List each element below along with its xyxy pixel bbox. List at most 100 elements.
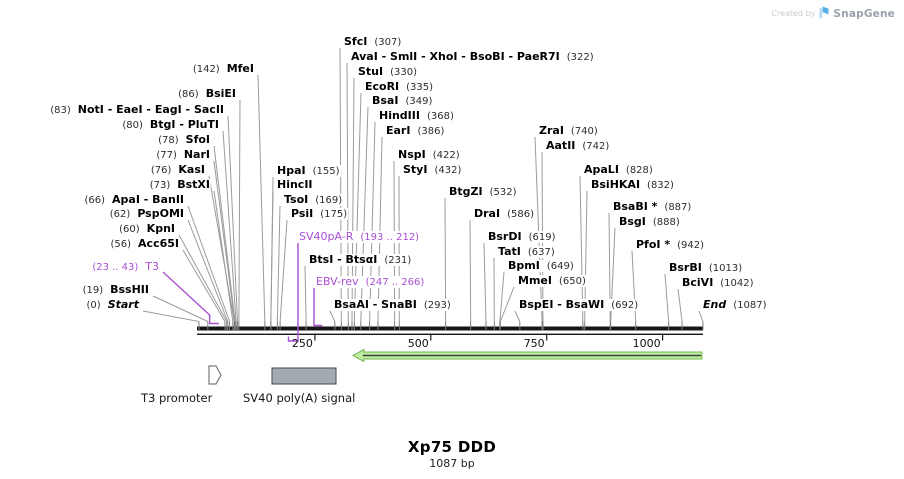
sequence-backbone: [197, 326, 703, 331]
leader-line-619: [483, 242, 487, 322]
site-position: (60): [119, 224, 140, 235]
ruler-number-250: 250: [291, 337, 313, 350]
site-label-StuI[interactable]: StuI(330): [357, 66, 418, 78]
site-position: (335): [406, 82, 434, 93]
site-label-BtgZI[interactable]: BtgZI(532): [448, 185, 518, 198]
site-position: (155): [312, 166, 340, 177]
site-label-BspEI-BsaWI[interactable]: BspEI - BsaWI (692): [518, 298, 640, 311]
site-label-NarI[interactable]: (77)NarI: [155, 149, 211, 161]
site-names: BstXI: [177, 178, 210, 191]
site-label-Start[interactable]: (0)Start: [85, 299, 140, 311]
sequence-backbone-bottom-strand: [197, 333, 703, 335]
site-label-TatI[interactable]: TatI(637): [497, 246, 556, 258]
site-label-EarI[interactable]: EarI (386): [385, 124, 446, 137]
site-label-ZraI[interactable]: ZraI(740): [538, 125, 599, 137]
site-names: MfeI: [226, 62, 254, 75]
site-label-ApaI-BanII[interactable]: (66)ApaI - BanII: [83, 194, 185, 206]
site-label-End[interactable]: End(1087): [702, 299, 768, 311]
site-label-BsrDI[interactable]: BsrDI(619): [487, 231, 557, 243]
site-label-NspI[interactable]: NspI(422): [397, 149, 461, 161]
site-label-BsrBI[interactable]: BsrBI (1013): [668, 261, 744, 274]
site-label-BstXI[interactable]: (73)BstXI: [148, 178, 211, 191]
site-label-PspOMI[interactable]: (62)PspOMI: [108, 208, 185, 220]
site-label-BsaBI-[interactable]: BsaBI *(887): [612, 201, 693, 213]
site-label-BsiHKAI[interactable]: BsiHKAI(832): [590, 179, 675, 191]
site-label-BsaAI-SnaBI[interactable]: BsaAI - SnaBI(293): [333, 299, 452, 311]
site-label-PsiI[interactable]: PsiI(175): [290, 208, 349, 220]
site-label-MfeI[interactable]: (142) MfeI: [191, 62, 255, 75]
sequence-title: Xp75 DDD: [407, 438, 497, 456]
site-label-BsaI[interactable]: BsaI(349): [371, 95, 434, 107]
site-position: (193 .. 212): [360, 232, 420, 243]
ruler-number-1000: 1000: [632, 337, 661, 350]
site-position: (828): [625, 165, 653, 176]
leader-line-77: [213, 160, 236, 322]
site-label-KpnI[interactable]: (60)KpnI: [118, 223, 176, 235]
ruler-number-750: 750: [523, 337, 545, 350]
site-names: SfcI: [344, 35, 368, 48]
site-label-HincII[interactable]: HincII: [276, 179, 314, 191]
region-bracket-EBV-rev: [313, 288, 323, 327]
site-names: DraI: [474, 207, 501, 220]
site-position: (1013): [708, 263, 743, 274]
site-label-StyI[interactable]: StyI(432): [402, 164, 463, 176]
site-names: HincII: [277, 178, 313, 191]
site-position: (247 .. 266): [365, 277, 425, 288]
site-label-AatII[interactable]: AatII(742): [545, 140, 611, 152]
leader-line-231: [304, 265, 307, 322]
site-label-MmeI[interactable]: MmeI(650): [517, 275, 587, 287]
site-names: BspEI - BsaWI: [519, 298, 605, 311]
annotation-label-SV40-poly-A-signal[interactable]: SV40 poly(A) signal: [243, 391, 356, 405]
site-label-PfoI-[interactable]: PfoI *(942): [635, 239, 705, 251]
region-label-T3[interactable]: (23 .. 43)T3: [91, 261, 160, 273]
site-label-BciVI[interactable]: BciVI(1042): [681, 277, 755, 289]
site-position: (619): [528, 232, 556, 243]
region-label-EBV-rev[interactable]: EBV-rev(247 .. 266): [315, 276, 426, 288]
site-names: KasI: [178, 163, 205, 176]
site-label-BtsI-Bts-I[interactable]: BtsI - BtsαI(231): [308, 253, 413, 266]
site-label-EcoRI[interactable]: EcoRI(335): [364, 81, 435, 93]
site-names: BtsI - BtsαI: [309, 253, 378, 266]
leader-line-586: [469, 219, 472, 322]
site-position: (887): [664, 202, 692, 213]
site-label-BsiEI[interactable]: (86)BsiEI: [177, 88, 237, 100]
site-label-NotI-EaeI-EagI-SacII[interactable]: (83)NotI - EaeI - EagI - SacII: [49, 104, 225, 116]
site-label-ApaLI[interactable]: ApaLI (828): [583, 164, 654, 176]
site-label-BssHII[interactable]: (19)BssHII: [81, 284, 150, 296]
site-label-BtgI-PluTI[interactable]: (80)BtgI - PluTI: [121, 119, 220, 131]
region-label-SV40pA-R[interactable]: SV40pA-R(193 .. 212): [298, 231, 421, 243]
site-label-BpmI[interactable]: BpmI(649): [507, 260, 575, 272]
leader-line-386: [377, 136, 383, 322]
site-label-Acc65I[interactable]: (56)Acc65I: [109, 238, 180, 250]
site-names: HpaI: [277, 164, 306, 177]
site-label-HpaI[interactable]: HpaI (155): [276, 165, 341, 177]
site-label-SfcI[interactable]: SfcI(307): [343, 35, 403, 48]
ruler-number-500: 500: [407, 337, 429, 350]
site-names: HindIII: [379, 109, 420, 122]
site-names: NarI: [183, 148, 210, 161]
site-label-TsoI[interactable]: TsoI(169): [283, 193, 344, 206]
site-label-HindIII[interactable]: HindIII(368): [378, 110, 455, 122]
promoter-arrow-glyph[interactable]: [208, 365, 222, 385]
site-position: (386): [417, 126, 445, 137]
site-label-KasI[interactable]: (76)KasI: [149, 163, 206, 176]
site-position: (83): [50, 105, 71, 116]
annotation-label-T3-promoter[interactable]: T3 promoter: [141, 391, 213, 405]
site-label-BsgI[interactable]: BsgI(888): [618, 216, 681, 228]
site-position: (1087): [733, 300, 767, 311]
site-names: BtgZI: [449, 185, 483, 198]
site-names: TsoI: [284, 193, 309, 206]
polya-signal-box[interactable]: [271, 367, 337, 385]
site-names: EarI: [386, 124, 411, 137]
site-names: BsrBI: [669, 261, 702, 274]
site-names: ApaLI: [584, 163, 619, 176]
site-label-DraI[interactable]: DraI(586): [473, 208, 535, 220]
site-position: (142): [192, 64, 220, 75]
site-position: (650): [558, 276, 586, 287]
site-label-AvaI-SmlI-XhoI-BsoBI-PaeR7I[interactable]: AvaI - SmlI - XhoI - BsoBI - PaeR7I(322): [350, 51, 595, 63]
leader-line-368: [369, 121, 376, 322]
region-bracket-SV40pA-R: [287, 243, 299, 342]
site-position: (692): [611, 300, 639, 311]
site-label-SfoI[interactable]: (78)SfoI: [157, 134, 211, 146]
watermark-brand: SnapGene: [833, 7, 895, 20]
